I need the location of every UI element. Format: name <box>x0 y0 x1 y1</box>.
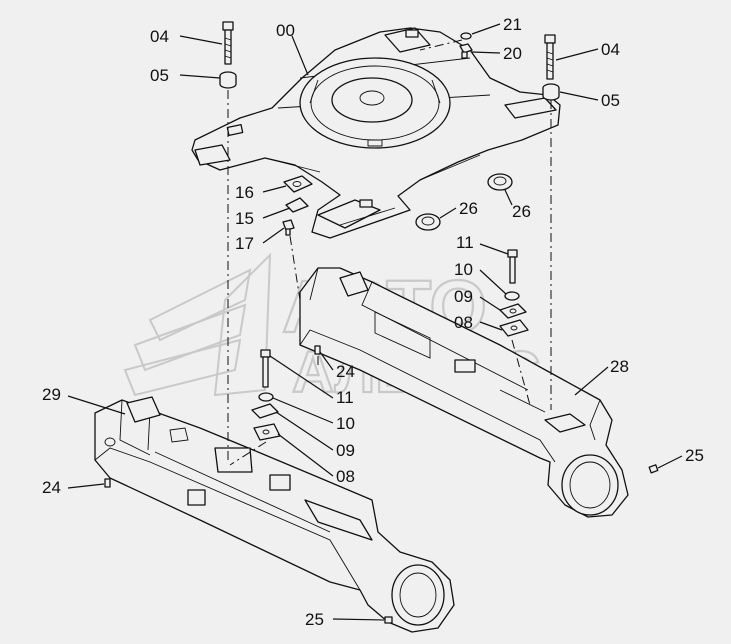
leader-lines <box>67 23 683 621</box>
pad-26-left <box>415 213 441 231</box>
label-part-17: 17 <box>235 234 254 253</box>
label-left-side-frame-29: 29 <box>42 385 61 404</box>
label-plate-08-top: 08 <box>454 313 473 332</box>
label-part-20: 20 <box>503 44 522 63</box>
right-side-frame <box>299 267 629 518</box>
pad-26-right <box>487 173 513 191</box>
bolt-04-left <box>222 21 234 65</box>
plate-08-top <box>499 319 529 337</box>
plate-08-bottom <box>253 423 281 441</box>
upper-frame <box>191 27 561 239</box>
plug-25-bottom <box>384 616 393 624</box>
bolt-20 <box>459 43 473 59</box>
bolt-11-top <box>507 249 518 284</box>
label-plate-10-bottom: 10 <box>336 414 355 433</box>
label-upper-frame-00: 00 <box>276 21 295 40</box>
label-bolt-11-top: 11 <box>456 233 474 252</box>
label-bolt-04-right: 04 <box>601 40 620 59</box>
bolt-11-bottom <box>260 349 271 388</box>
label-part-15: 15 <box>235 209 254 228</box>
label-pin-24-mid: 24 <box>336 362 355 381</box>
washer-21 <box>460 32 472 40</box>
plate-09-bottom <box>251 403 279 419</box>
pin-24-mid <box>314 345 321 355</box>
watermark-logo-icon <box>123 252 272 397</box>
label-pad-26-left: 26 <box>459 199 478 218</box>
plug-25-right <box>648 464 659 474</box>
pin-24-left <box>104 478 111 488</box>
plate-09-top <box>499 303 527 319</box>
label-pad-26-right: 26 <box>512 202 531 221</box>
label-plug-25-bottom: 25 <box>305 610 324 629</box>
assembly-lines <box>227 39 552 466</box>
label-washer-05-right: 05 <box>601 91 620 110</box>
plate-10-bottom <box>258 392 274 402</box>
washer-05-left <box>219 71 237 89</box>
left-side-frame <box>94 396 455 633</box>
label-bolt-04-left: 04 <box>150 27 169 46</box>
label-plate-08-bottom: 08 <box>336 467 355 486</box>
callout-labels: 04 00 05 21 20 04 05 16 15 17 26 26 11 1… <box>42 15 704 629</box>
label-right-side-frame-28: 28 <box>610 357 629 376</box>
bolt-17 <box>282 219 295 236</box>
label-plate-09-bottom: 09 <box>336 441 355 460</box>
bolt-04-right <box>544 34 556 80</box>
plate-10-top <box>504 291 520 301</box>
washer-05-right <box>542 83 560 101</box>
label-washer-05-left: 05 <box>150 66 169 85</box>
label-plate-10-top: 10 <box>454 260 473 279</box>
plate-15 <box>285 197 309 213</box>
label-pin-24-left: 24 <box>42 478 61 497</box>
label-part-16: 16 <box>235 183 254 202</box>
plate-16 <box>283 175 313 193</box>
label-bolt-11-bottom: 11 <box>336 388 354 407</box>
label-part-21: 21 <box>503 15 522 34</box>
label-plate-09-top: 09 <box>454 287 473 306</box>
label-plug-25-right: 25 <box>685 446 704 465</box>
